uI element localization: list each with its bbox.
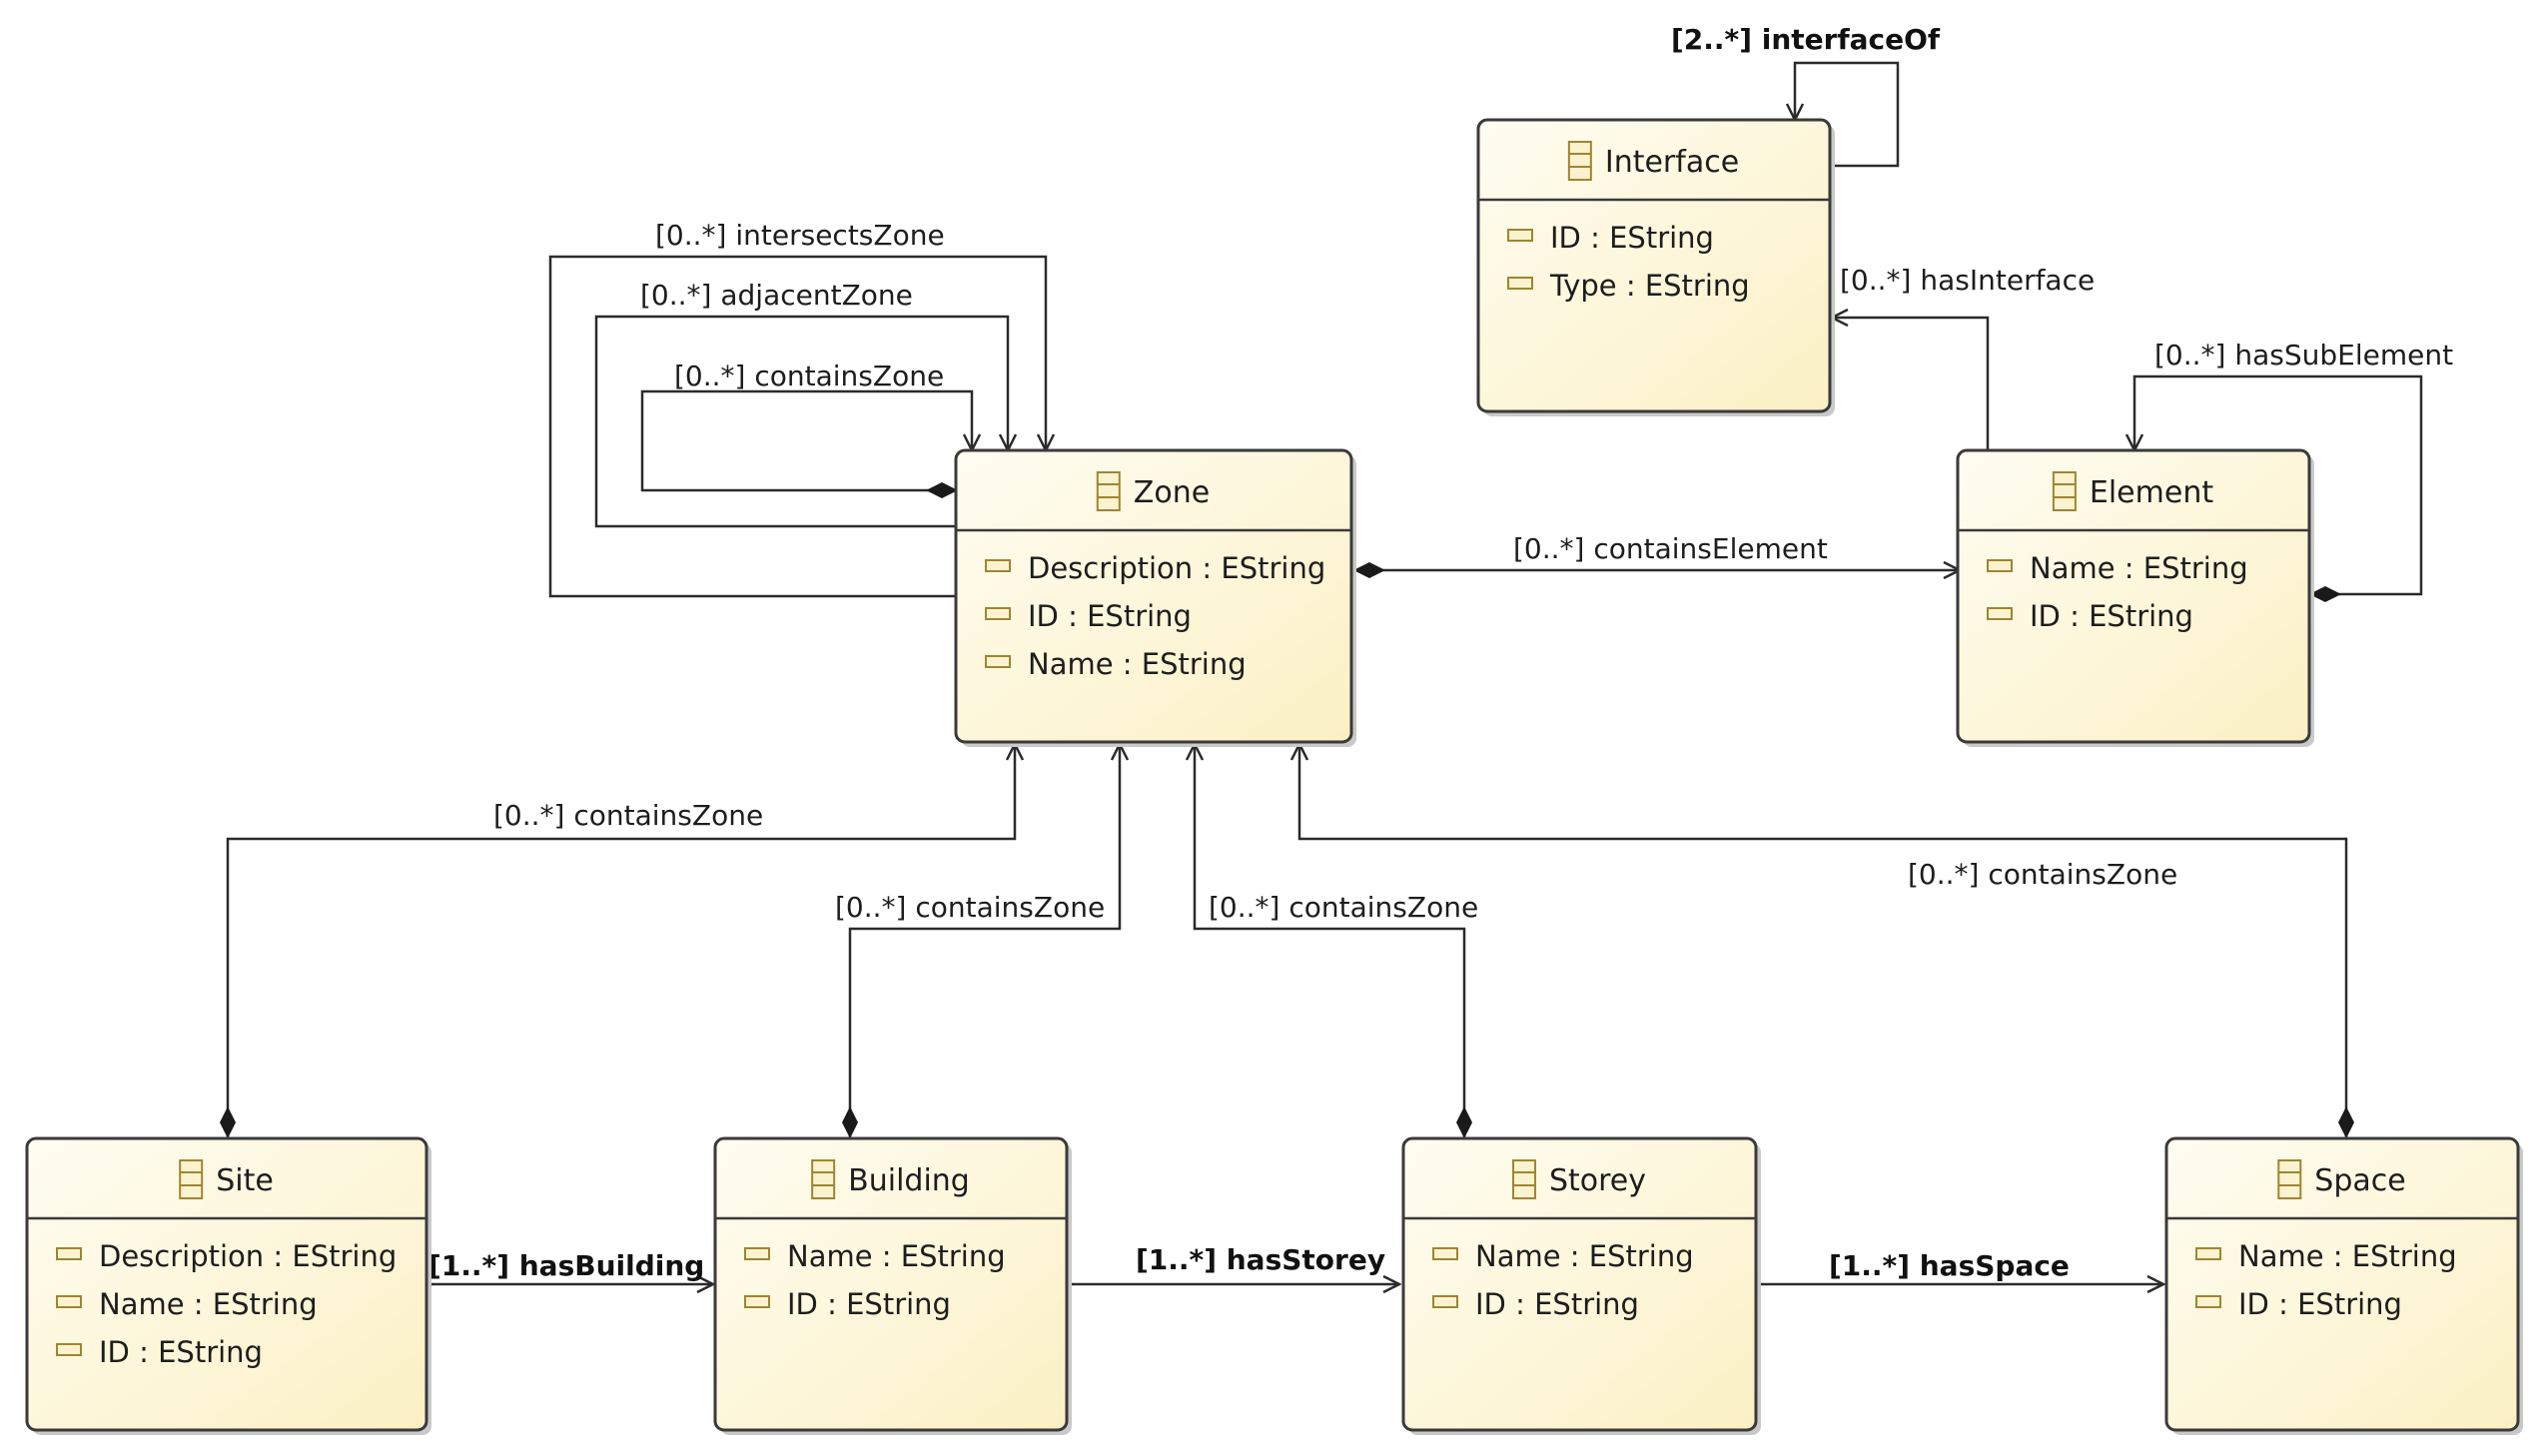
class-name-space: Space <box>2314 1163 2405 1198</box>
attribute-site-0: Description : EString <box>99 1239 397 1273</box>
attribute-element-1: ID : EString <box>2030 599 2193 633</box>
label-has-storey: [1..*] hasStorey <box>1136 1243 1385 1276</box>
attribute-space-0: Name : EString <box>2238 1239 2457 1273</box>
eclass-icon <box>811 1159 836 1199</box>
eattribute-icon <box>985 607 1011 620</box>
eattribute-icon <box>56 1295 82 1308</box>
label-has-sub-element: [0..*] hasSubElement <box>2154 339 2453 371</box>
class-name-building: Building <box>848 1163 970 1198</box>
attribute-element-0: Name : EString <box>2030 551 2248 585</box>
edge-adjacent-zone[interactable] <box>594 315 1008 528</box>
eattribute-icon <box>1432 1247 1458 1260</box>
edge-contains-zone-self[interactable] <box>640 389 972 490</box>
attribute-storey-0: Name : EString <box>1475 1239 1694 1273</box>
eattribute-icon <box>985 559 1011 572</box>
eclass-icon <box>2277 1159 2302 1199</box>
label-intersects-zone: [0..*] intersectsZone <box>655 219 945 252</box>
label-has-building: [1..*] hasBuilding <box>428 1249 704 1282</box>
class-name-element: Element <box>2090 475 2213 510</box>
eattribute-icon <box>1507 229 1533 242</box>
label-interface-of: [2..*] interfaceOf <box>1671 23 1941 56</box>
eattribute-icon <box>1432 1295 1458 1308</box>
attribute-interface-1: Type : EString <box>1549 269 1750 303</box>
class-name-storey: Storey <box>1549 1163 1646 1198</box>
eclass-icon <box>1567 141 1592 181</box>
label-adjacent-zone: [0..*] adjacentZone <box>640 279 913 312</box>
attribute-site-1: Name : EString <box>99 1287 318 1321</box>
class-box[interactable] <box>2164 1136 2520 1432</box>
edge-has-interface[interactable] <box>1832 318 1990 449</box>
label-storey-contains-zone: [0..*] containsZone <box>1209 891 1478 924</box>
attribute-zone-0: Description : EString <box>1028 551 1325 585</box>
attribute-interface-0: ID : EString <box>1550 221 1714 255</box>
edges <box>228 61 2423 1284</box>
eattribute-icon <box>744 1247 770 1260</box>
eattribute-icon <box>1987 607 2013 620</box>
label-has-interface: [0..*] hasInterface <box>1840 264 2095 297</box>
eattribute-icon <box>985 655 1011 668</box>
class-name-interface: Interface <box>1605 145 1739 180</box>
attribute-zone-2: Name : EString <box>1028 647 1247 681</box>
label-has-space: [1..*] hasSpace <box>1829 1249 2070 1282</box>
eattribute-icon <box>1507 277 1533 290</box>
class-box[interactable] <box>1476 118 1832 413</box>
eclass-icon <box>1096 471 1121 511</box>
eattribute-icon <box>1987 559 2013 572</box>
label-site-contains-zone: [0..*] containsZone <box>493 799 763 832</box>
class-box[interactable] <box>1401 1136 1758 1432</box>
eattribute-icon <box>744 1295 770 1308</box>
class-name-zone: Zone <box>1134 475 1210 510</box>
edge-labels: [2..*] interfaceOf [0..*] intersectsZone… <box>428 23 2453 1282</box>
eattribute-icon <box>2195 1247 2221 1260</box>
attribute-space-1: ID : EString <box>2238 1287 2402 1321</box>
attribute-zone-1: ID : EString <box>1028 599 1192 633</box>
label-space-contains-zone: [0..*] containsZone <box>1908 858 2177 891</box>
class-box[interactable] <box>713 1136 1069 1432</box>
eclass-icon <box>1511 1159 1536 1199</box>
label-building-contains-zone: [0..*] containsZone <box>835 891 1105 924</box>
edge-storey-contains-zone[interactable] <box>1195 744 1464 1138</box>
edge-intersects-zone[interactable] <box>548 255 1046 598</box>
eattribute-icon <box>56 1247 82 1260</box>
edge-building-contains-zone[interactable] <box>850 744 1120 1138</box>
class-name-site: Site <box>216 1163 274 1198</box>
class-box[interactable] <box>954 448 1353 744</box>
attribute-building-1: ID : EString <box>787 1287 951 1321</box>
attribute-building-0: Name : EString <box>787 1239 1006 1273</box>
eclass-icon <box>179 1159 204 1199</box>
class-box[interactable] <box>25 1136 428 1432</box>
edge-interface-of[interactable] <box>1795 61 1900 168</box>
class-box[interactable] <box>1956 448 2311 744</box>
eattribute-icon <box>2195 1295 2221 1308</box>
attribute-site-2: ID : EString <box>99 1335 263 1369</box>
eattribute-icon <box>56 1343 82 1356</box>
label-contains-element: [0..*] containsElement <box>1513 532 1828 565</box>
eclass-icon <box>2052 471 2077 511</box>
edge-space-contains-zone[interactable] <box>1299 744 2346 1138</box>
attribute-storey-1: ID : EString <box>1475 1287 1639 1321</box>
edge-has-sub-element[interactable] <box>2134 374 2423 594</box>
label-contains-zone-self: [0..*] containsZone <box>674 360 944 392</box>
